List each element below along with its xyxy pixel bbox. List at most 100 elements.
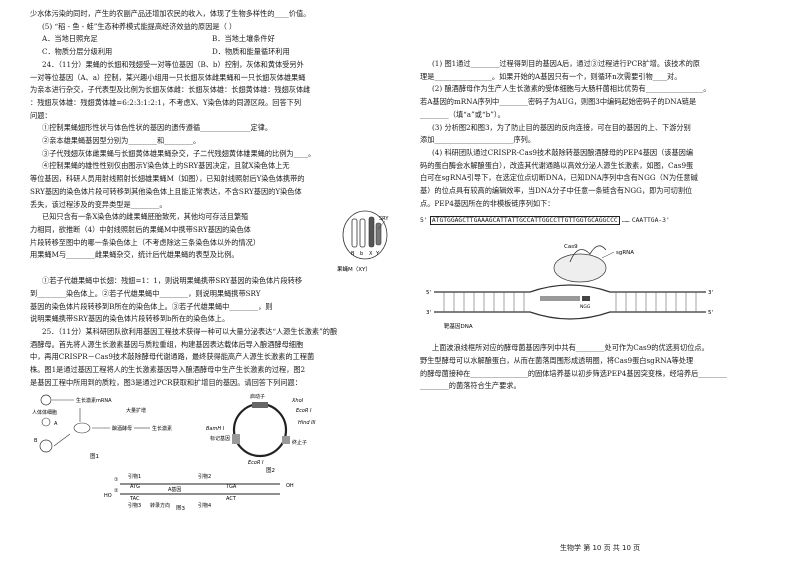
ngg-site: [582, 296, 590, 302]
sequence-row: 5' ATGTGGAGCTTGAAAGCATTATTGCCATTGGCCTTGT…: [420, 214, 772, 228]
chromosome-b: [351, 218, 358, 248]
terminator-block: [282, 435, 290, 444]
q25-part2: (2) 酿酒酵母作为生产人生长激素的受体细胞与大肠杆菌相比优势有________…: [432, 84, 711, 94]
option-a: A．当地日照充足: [42, 34, 98, 44]
terminator-label: 终止子: [292, 439, 307, 446]
q25-part4: (4) 科研团队通过CRISPR-Cas9技术敲除转基因酿酒酵母的PEP4基因（…: [432, 147, 694, 157]
figure-caption: 果蝇M（XY）: [337, 265, 371, 273]
text-line: 码的蛋白酶会水解酿蛋白），改造其代谢通路以高效分泌人源生长激素，如图，Cas9蛋: [420, 160, 694, 170]
answer-line: 野生型酵母可以水解酿蛋白，从而在菌落周围形成透明圈，将Cas9蛋白sgRNA等处…: [420, 355, 694, 365]
figure-1-caption: 图1: [90, 452, 99, 460]
text-line: 白可在sgRNA引导下，在选定位点切断DNA，已知DNA序列中含有NGG（N为任…: [420, 173, 698, 183]
figure-3: 引物1 引物2 ① ATG A基因 TGA TAC ACT OH HO ② 引物…: [104, 473, 294, 510]
chromosome-figure: SRY B b X Y 果蝇M（XY）: [337, 210, 389, 273]
figures-1-2-3: 人体体细胞 生长激素mRNA A B 酿酒酵母 生长激素 大量扩增 图1 启动子…: [32, 393, 316, 510]
act-label: ACT: [226, 496, 237, 502]
q25-part1: (1) 图1通过________过程得到目的基因A后，通过③过程进行PCR扩增。…: [432, 59, 700, 68]
page-footer: 生物学 第 10 页 共 10 页: [560, 544, 641, 552]
sub-question: ③子代残翅灰体雌果蝇与长翅黄体雄果蝇杂交，子二代残翅黄体雄果蝇的比例为____。: [42, 148, 316, 158]
sgrna-loop: [569, 245, 607, 263]
tac-label: TAC: [129, 496, 140, 502]
x-label: X: [369, 251, 373, 257]
bamhi-label: BamH I: [206, 426, 225, 432]
cas9-protein: [553, 253, 607, 283]
answer-line: 上面波浪线框所对应的酵母菌基因序列中共有________处可作为Cas9的优选剪…: [432, 343, 709, 353]
promoter-label: 启动子: [250, 393, 265, 400]
question-24-figure-block: 已知只含有一条X染色体的雌果蝇胚胎致死，其他均可存活且繁殖 力相同，欲推断（4）…: [30, 210, 400, 275]
gene-b-label: B: [351, 251, 355, 257]
tga-label: TGA: [225, 484, 237, 490]
question-25-stem: 25．（11分）某科研团队欲利用基因工程技术获得一种可以大量分泌表达“人源生长激…: [42, 327, 338, 337]
cell-outline: [342, 210, 388, 260]
text-line: 是基因工程中所用到的质粒，图3是通过PCR获取和扩增目的基因。请回答下列问题：: [30, 377, 302, 387]
plasmid-b-label: B: [34, 438, 38, 444]
text-line: 添加______________________序列。: [420, 135, 536, 145]
step-1-icon: [41, 417, 51, 426]
human-cell-icon: [40, 394, 52, 405]
gene-a-label: A: [54, 421, 58, 427]
sgrna-guide: [540, 296, 580, 302]
chromosome-y: [375, 222, 382, 246]
y-label: Y: [375, 251, 380, 257]
sgrna-pointer: [601, 251, 615, 259]
base-pairs: [443, 292, 697, 313]
atg-label: ATG: [130, 484, 140, 490]
figure-2: 启动子 XhoI EcoR I Hind III BamH I 标记基因 终止子…: [206, 393, 316, 474]
text-line: 用果蝇M与________雌果蝇杂交，统计后代雄果蝇的表型及比例。: [30, 250, 239, 260]
recombinant-icon: [73, 422, 91, 433]
figure-3-caption: 图3: [176, 504, 186, 510]
seq-end: CAATTGA-3': [631, 217, 670, 225]
chromosome-x: [368, 216, 375, 248]
end-3b: 3': [708, 290, 713, 296]
human-cell-label: 人体体细胞: [32, 409, 57, 416]
sub-question: ④控制果蝇的雄性性别仅由图示Y染色体上的SRY基因决定，且就X染色体上无: [42, 161, 290, 171]
question-23-5: (5) “稻 - 鱼 - 蛙”生态种养模式能提高经济效益的原因是（ ）: [42, 21, 237, 31]
left-column: 少水体污染的同时，产生的农副产品还增加农民的收入，体现了生物多样性的____价值…: [30, 8, 400, 510]
mark-1: ①: [114, 477, 119, 483]
sub-question: ①控制果蝇翅形性状与体色性状的基因的遗传遵循______________定律。: [42, 123, 273, 133]
sequence-box: ATGTGGAGCTTGAAAGCATTATTGCCATTGGCCTTGTTGG…: [429, 216, 620, 226]
text-line: 酒酵母。首先将人源生长激素基因与质粒重组，构建基因表达载体后导入酿酒酵母细胞: [30, 339, 304, 349]
yeast-label: 酿酒酵母: [112, 425, 132, 432]
primer-3-label: 引物3: [128, 502, 141, 509]
text-line: 中，再用CRISPR－Cas9技术敲除酵母代谢通路，最终获得能高产人源生长激素的…: [30, 352, 315, 362]
result-line: 到________染色体上。②若子代雄果蝇中________，则说明果蝇携带SR…: [30, 288, 261, 298]
text-line: 等位基因，科研人员用射线照射长翅雄果蝇M（如图），已知射线照射后Y染色体携带的: [30, 174, 305, 184]
text-line: 株。图1是通过基因工程将人的生长激素基因导入酿酒酵母中生产生长激素的过程，图2: [30, 365, 306, 375]
direction-label: 转录方向: [150, 502, 170, 509]
cas9-label: Cas9: [564, 244, 578, 250]
primer-1-label: 引物1: [128, 473, 141, 480]
gh-label: 生长激素: [152, 425, 172, 432]
plasmid-b-icon: [39, 439, 53, 452]
cas9-diagram: 5' 3' 3' 5' NGG Cas9 sgRNA 靶基因DNA: [426, 244, 713, 330]
dna-strand-top: [434, 284, 706, 293]
text-line: 若A基因的mRNA序列中________密码子为AUG，则图3中编码起始密码子的…: [420, 97, 697, 107]
q25-part3: (3) 分析图2和图3，为了防止目的基因的反向连接，可在目的基因的上、下游分别: [432, 122, 691, 132]
text-line: 已知只含有一条X染色体的雌果蝇胚胎致死，其他均可存活且繁殖: [42, 212, 249, 222]
seq-5prime: 5': [420, 217, 428, 225]
text-line: ：残翅灰体雄：残翅黄体雄=6:2:3:1:2:1，不考虑X、Y染色体的同源区段。…: [30, 97, 302, 107]
end-3a: 3': [426, 310, 431, 316]
question-24-stem: 24．（11分）果蝇的长翅和残翅受一对等位基因（B、b）控制，灰体和黄体受另外: [42, 59, 304, 69]
text-line: 基）的位点具有较高的编辑效率，当DNA分子中任意一条链含有NGG，即为可切割位: [420, 186, 693, 196]
sry-label: SRY: [379, 216, 389, 222]
result-line: 基因的染色体片段转移到B所在的染色体上。③若子代雄果蝇中________，则: [30, 301, 273, 311]
oh-label: OH: [286, 483, 294, 489]
answer-line: 的酵母菌接种在________________的固体培养基以初步筛选PEP4基因…: [420, 368, 727, 378]
ecori-top-label: EcoR I: [296, 408, 312, 414]
sgrna-label: sgRNA: [616, 250, 634, 256]
ecori-bottom-label: EcoR I: [248, 460, 264, 466]
gene-a-label: A基因: [168, 486, 181, 493]
chromosome-bb: [359, 218, 366, 248]
text-line: SRY基因的染色体片段可转移到其他染色体上且能正常表达，不含SRY基因的Y染色体: [30, 186, 302, 196]
figure-1: 人体体细胞 生长激素mRNA A B 酿酒酵母 生长激素 大量扩增 图1: [32, 394, 172, 460]
text-line: 丢失，该过程涉及的变异类型是________。: [30, 199, 167, 209]
sry-pointer: [377, 221, 386, 230]
dna-strand-bottom: [434, 311, 706, 320]
figure-2-caption: 图2: [266, 466, 275, 474]
primer-4-label: 引物4: [198, 502, 211, 509]
hindiii-label: Hind III: [298, 420, 316, 426]
option-d: D．物质和能量循环利用: [212, 47, 290, 57]
